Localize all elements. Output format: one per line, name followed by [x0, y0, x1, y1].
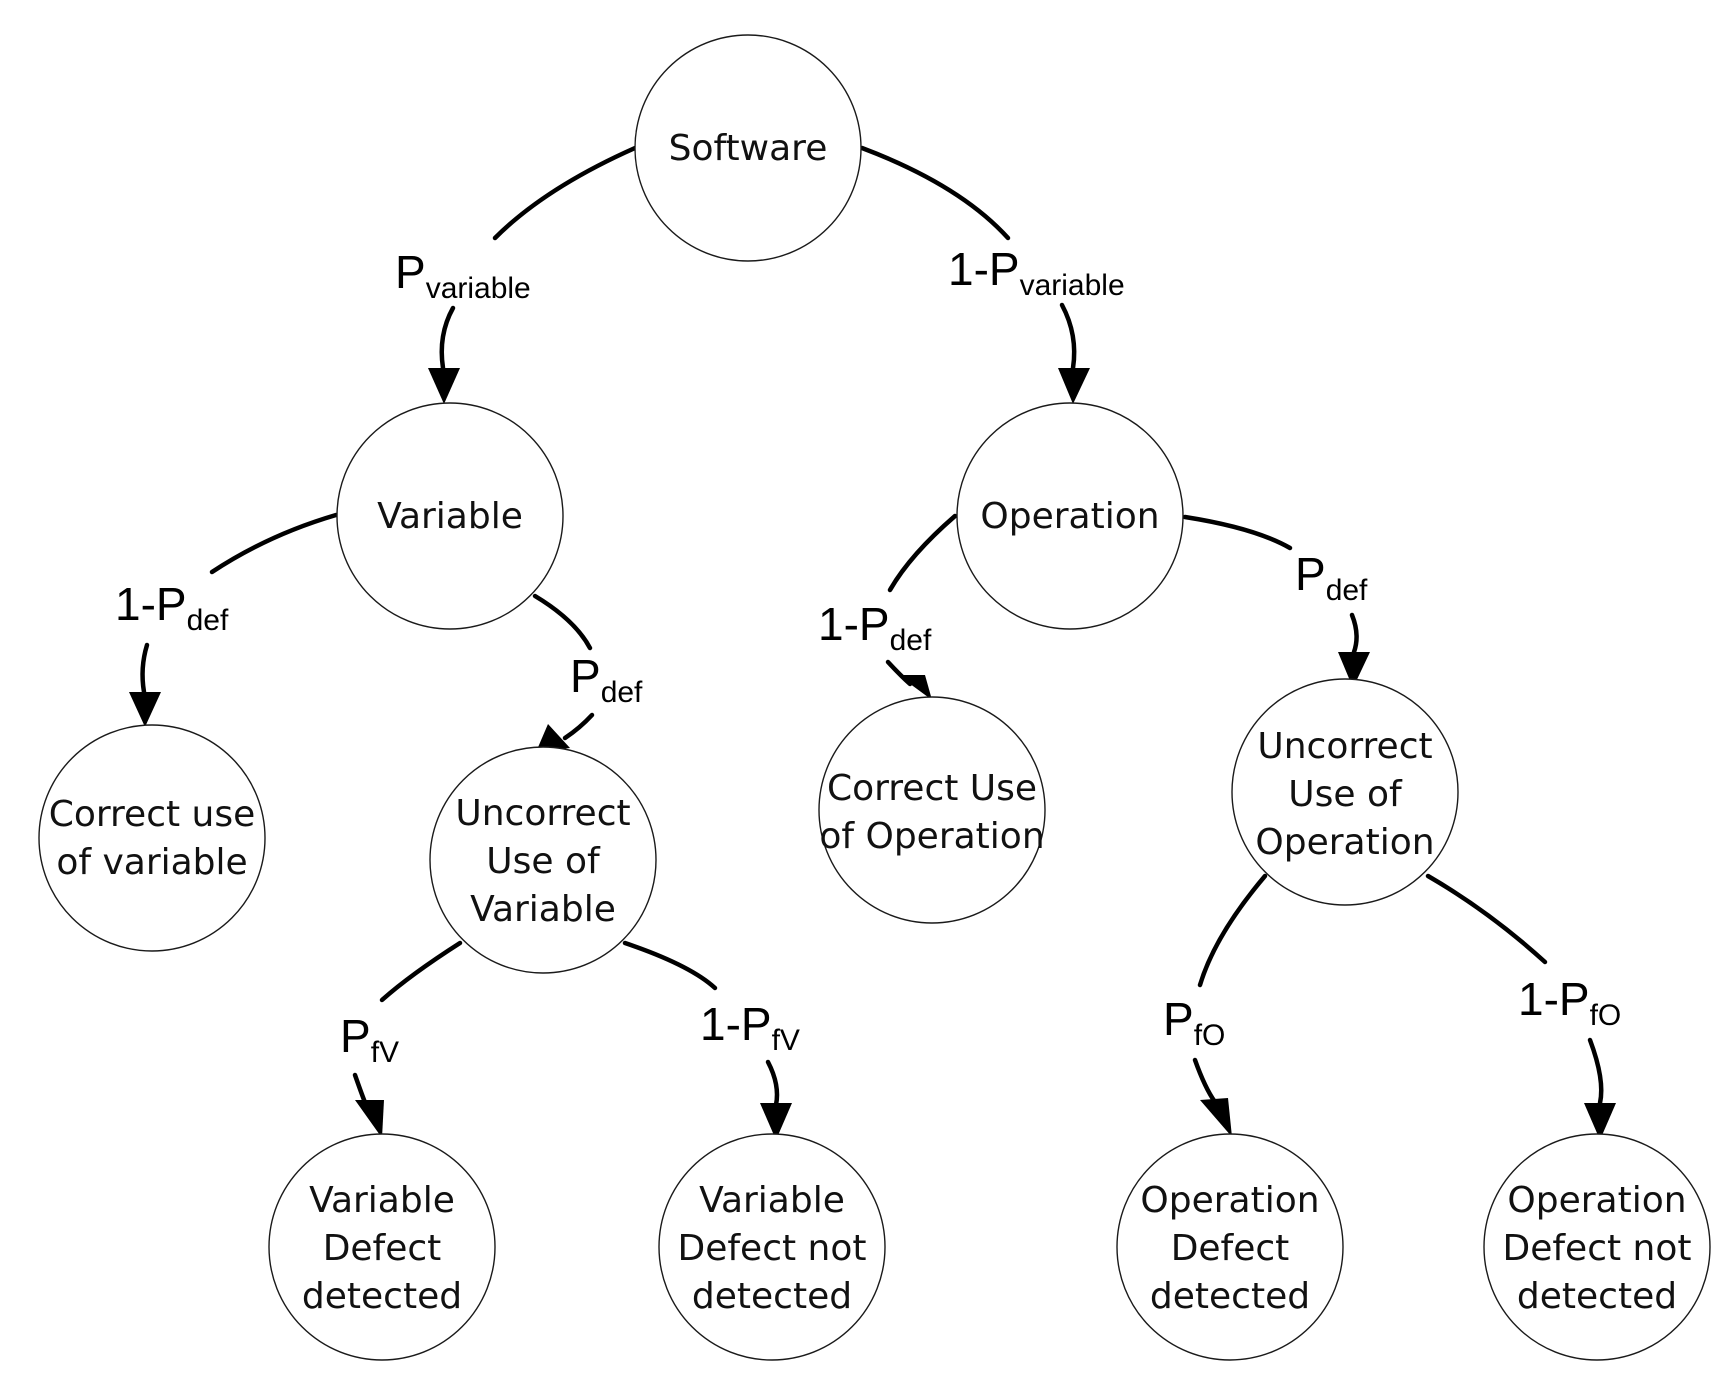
arrowhead — [1584, 1103, 1616, 1140]
edge-operation-to-correct-use: 1-Pdef — [818, 513, 958, 700]
edge-uncorrect-operation-to-not-detected: 1-PfO — [1425, 873, 1621, 1140]
edge-label-1-p-fv: 1-PfV — [700, 998, 800, 1057]
node-operation-defect-not-detected: Operation Defect not detected — [1483, 1133, 1711, 1361]
node-uncorrect-use-of-variable: Uncorrect Use of Variable — [429, 746, 657, 974]
edge-label-p-fo: PfO — [1163, 993, 1225, 1052]
node-label: Operation — [1507, 1180, 1686, 1221]
edge-label-p-def: Pdef — [570, 650, 643, 709]
edge-operation-to-uncorrect-use: Pdef — [1182, 514, 1370, 688]
node-correct-use-of-operation: Correct Use of Operation — [818, 696, 1046, 924]
node-label: Operation — [1255, 822, 1434, 863]
node-label: Software — [669, 128, 828, 169]
node-software: Software — [634, 34, 862, 262]
node-label: Variable — [699, 1180, 845, 1221]
node-label: Defect — [1171, 1228, 1290, 1269]
node-label: Correct use — [49, 794, 256, 835]
edge-variable-to-uncorrect-use: Pdef — [532, 593, 643, 752]
node-variable-defect-not-detected: Variable Defect not detected — [658, 1133, 886, 1361]
node-operation-defect-detected: Operation Defect detected — [1116, 1133, 1344, 1361]
node-correct-use-of-variable: Correct use of variable — [38, 724, 266, 952]
node-label: detected — [692, 1276, 852, 1317]
node-label: Variable — [470, 889, 616, 930]
node-label: Correct Use — [827, 768, 1037, 809]
node-label: of Operation — [819, 816, 1044, 857]
node-label: Operation — [980, 496, 1159, 537]
node-label: Defect not — [678, 1228, 867, 1269]
edge-label-p-fv: PfV — [340, 1010, 399, 1069]
node-variable-defect-detected: Variable Defect detected — [268, 1133, 496, 1361]
node-label: Variable — [377, 496, 523, 537]
edge-label-1-p-def: 1-Pdef — [818, 598, 932, 657]
node-label: Use of — [1288, 774, 1403, 815]
node-label: detected — [1517, 1276, 1677, 1317]
node-label: Uncorrect — [455, 793, 630, 834]
node-label: Defect not — [1503, 1228, 1692, 1269]
edge-software-to-operation: 1-Pvariable — [859, 145, 1125, 404]
arrowhead — [1058, 368, 1090, 404]
node-label: Variable — [309, 1180, 455, 1221]
edge-software-to-variable: Pvariable — [395, 145, 638, 404]
arrowhead — [428, 368, 460, 404]
node-operation: Operation — [956, 402, 1184, 630]
node-uncorrect-use-of-operation: Uncorrect Use of Operation — [1231, 678, 1459, 906]
node-label: Use of — [486, 841, 601, 882]
arrowhead — [355, 1100, 384, 1138]
node-label: detected — [302, 1276, 462, 1317]
node-label: detected — [1150, 1276, 1310, 1317]
edge-label-1-p-def: 1-Pdef — [115, 578, 229, 637]
edge-uncorrect-operation-to-detected: PfO — [1163, 873, 1268, 1137]
arrowhead — [129, 692, 161, 727]
node-label: of variable — [56, 842, 247, 883]
edge-label-1-p-variable: 1-Pvariable — [948, 243, 1125, 302]
arrowhead — [1338, 652, 1370, 688]
node-variable: Variable — [336, 402, 564, 630]
node-label: Uncorrect — [1257, 726, 1432, 767]
arrowhead — [760, 1103, 792, 1140]
edge-label-p-def: Pdef — [1295, 548, 1368, 607]
edge-uncorrect-variable-to-detected: PfV — [340, 940, 463, 1138]
arrowhead — [898, 675, 932, 700]
node-label: Defect — [323, 1228, 442, 1269]
arrowhead — [536, 724, 570, 752]
edge-variable-to-correct-use: 1-Pdef — [115, 512, 339, 727]
arrowhead — [1200, 1098, 1232, 1137]
node-label: Operation — [1140, 1180, 1319, 1221]
edge-label-p-variable: Pvariable — [395, 246, 531, 305]
edge-uncorrect-variable-to-not-detected: 1-PfV — [622, 940, 800, 1140]
edge-label-1-p-fo: 1-PfO — [1518, 973, 1621, 1032]
